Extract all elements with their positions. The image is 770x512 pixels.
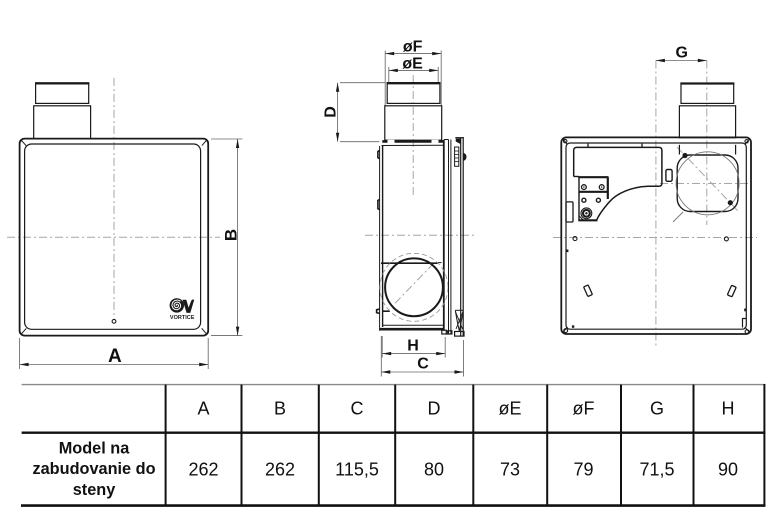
svg-text:90: 90: [718, 460, 738, 480]
svg-text:71,5: 71,5: [639, 460, 674, 480]
svg-text:øE: øE: [498, 399, 521, 419]
svg-text:G: G: [675, 45, 687, 62]
svg-text:A: A: [108, 346, 122, 367]
svg-text:øE: øE: [402, 56, 423, 73]
svg-text:C: C: [351, 399, 364, 419]
svg-text:D: D: [428, 399, 441, 419]
svg-text:zabudovanie do: zabudovanie do: [32, 460, 155, 478]
svg-text:79: 79: [573, 460, 593, 480]
svg-text:A: A: [197, 399, 209, 419]
svg-text:H: H: [722, 399, 735, 419]
svg-text:VORTICE: VORTICE: [170, 315, 195, 321]
svg-text:B: B: [274, 399, 286, 419]
svg-text:262: 262: [265, 460, 295, 480]
svg-text:115,5: 115,5: [335, 460, 379, 480]
svg-text:262: 262: [188, 460, 218, 480]
svg-text:steny: steny: [73, 481, 116, 499]
svg-text:Model na: Model na: [59, 440, 130, 458]
svg-text:C: C: [417, 356, 429, 373]
svg-text:øF: øF: [573, 399, 595, 419]
svg-text:D: D: [322, 106, 339, 118]
svg-text:øF: øF: [403, 39, 423, 56]
svg-text:80: 80: [424, 460, 444, 480]
svg-text:H: H: [407, 338, 419, 355]
svg-text:G: G: [650, 399, 664, 419]
svg-text:B: B: [221, 229, 240, 241]
svg-text:73: 73: [500, 460, 520, 480]
